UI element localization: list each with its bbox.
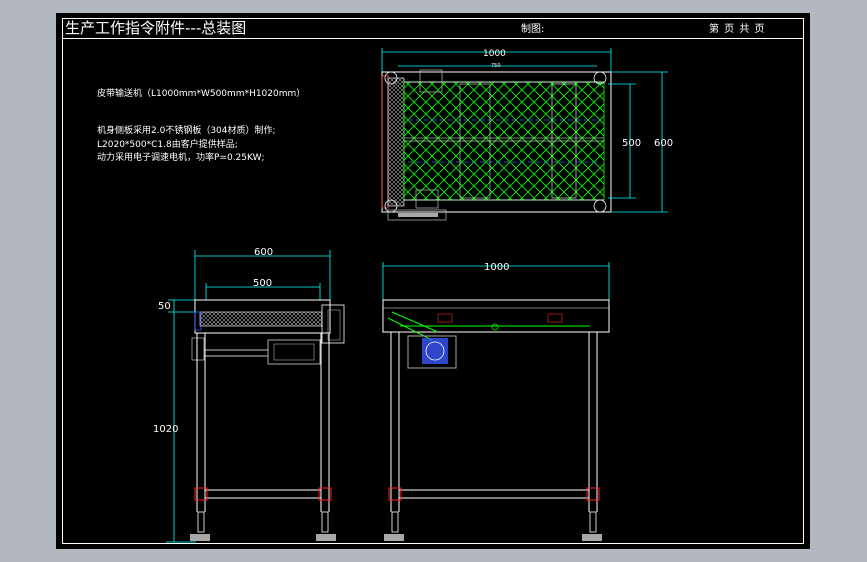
side-width-dimension — [166, 250, 331, 543]
side-height-label: 1020 — [153, 424, 178, 435]
top-width-inner-label: 500 — [622, 138, 641, 149]
drawing-title: 生产工作指令附件---总装图 — [65, 19, 247, 37]
front-joint-left — [388, 487, 402, 501]
drawing-border — [62, 18, 804, 544]
top-width-dimension — [608, 71, 668, 213]
side-offset-label: 50 — [158, 301, 171, 312]
motor-top — [419, 69, 443, 93]
side-joint-right — [318, 487, 332, 501]
drawn-by-label: 制图: — [521, 24, 545, 35]
top-view: 1000 750 500 60 — [381, 48, 673, 221]
side-width-label: 600 — [254, 247, 273, 258]
material-note: 机身侧板采用2.0不锈钢板（304材质）制作; — [97, 126, 276, 136]
product-spec-note: 皮带输送机（L1000mm*W500mm*H1020mm） — [97, 89, 306, 99]
page-count-label: 第 页 共 页 — [709, 24, 766, 35]
front-length-dimension — [382, 262, 610, 300]
power-note: 动力采用电子调速电机，功率P=0.25KW; — [97, 153, 265, 163]
title-block — [62, 18, 804, 39]
front-view: 1000 — [382, 262, 610, 541]
side-joint-left — [194, 487, 208, 501]
top-length-dimension — [381, 48, 612, 72]
front-joint-right — [586, 487, 600, 501]
top-width-outer-label: 600 — [654, 138, 673, 149]
top-length-label: 1000 — [483, 49, 506, 59]
side-view: 600 500 50 1020 — [153, 247, 345, 543]
top-inner-label: 750 — [491, 63, 501, 69]
side-inner-label: 500 — [253, 278, 272, 289]
side-motor — [267, 339, 321, 365]
side-belt — [199, 311, 323, 327]
front-length-label: 1000 — [484, 262, 509, 273]
profile-note: L2020*500*C1.8由客户提供样品; — [97, 140, 238, 150]
